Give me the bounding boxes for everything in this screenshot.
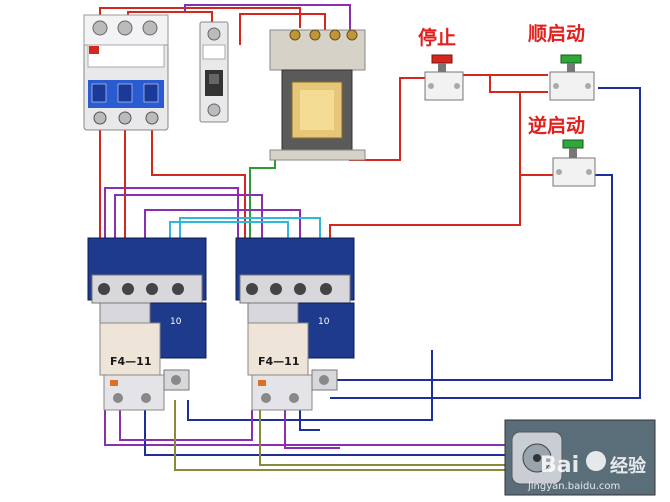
contactor-forward-model: F4—11 bbox=[110, 355, 151, 368]
wire-rev-return bbox=[322, 174, 613, 381]
wire-green-1 bbox=[249, 155, 276, 240]
motor bbox=[504, 419, 656, 496]
wire-fwd-return bbox=[330, 87, 641, 399]
wire-coil-link bbox=[187, 350, 433, 421]
wire-cyan-1 bbox=[179, 217, 321, 250]
reverse-start-button[interactable] bbox=[552, 139, 596, 187]
baidu-watermark: Bai 经验 jingyan.baidu.com bbox=[527, 451, 647, 492]
stop-label: 停止 bbox=[418, 26, 456, 49]
forward-start-button[interactable] bbox=[549, 54, 595, 101]
contactor-reverse-number: 10 bbox=[318, 317, 330, 327]
wires bbox=[99, 4, 641, 471]
wire-motor-olive-2 bbox=[174, 400, 510, 471]
stop-button-cap bbox=[431, 54, 453, 64]
paw-icon bbox=[586, 451, 606, 471]
wire-purple-3 bbox=[144, 209, 301, 250]
wire-feed-1 bbox=[99, 7, 301, 28]
wire-feed-4 bbox=[184, 4, 351, 30]
contactor-reverse: 10 F4—11 bbox=[235, 237, 355, 411]
small-breaker bbox=[199, 21, 229, 123]
wire-feed-3 bbox=[239, 13, 326, 45]
wire-stop-fwd-2 bbox=[489, 75, 548, 93]
wire-l3-red bbox=[151, 125, 246, 240]
watermark-url: jingyan.baidu.com bbox=[527, 481, 620, 492]
stop-button[interactable] bbox=[424, 54, 464, 101]
reverse-start-button-cap bbox=[562, 139, 584, 149]
wire-cyan-2 bbox=[169, 221, 289, 250]
wire-motor-blue-2 bbox=[299, 410, 320, 431]
forward-start-button-cap bbox=[560, 54, 582, 64]
forward-start-label: 顺启动 bbox=[528, 22, 585, 45]
contactor-reverse-model: F4—11 bbox=[258, 355, 299, 368]
wire-motor-w bbox=[119, 410, 253, 441]
wire-motor-v bbox=[144, 410, 510, 456]
wire-motor-u bbox=[104, 395, 510, 446]
contactor-forward: 10 F4—11 bbox=[87, 237, 207, 411]
wire-motor-purple-2 bbox=[284, 410, 340, 449]
wire-purple-1 bbox=[104, 187, 239, 255]
watermark-brand-cn: 经验 bbox=[610, 455, 647, 477]
reverse-start-label: 逆启动 bbox=[528, 114, 585, 137]
contactor-forward-number: 10 bbox=[170, 317, 182, 327]
watermark-brand: Bai bbox=[540, 453, 579, 478]
wire-rev-coil bbox=[329, 175, 521, 250]
control-transformer bbox=[269, 29, 366, 161]
wire-motor-olive-1 bbox=[259, 410, 510, 466]
main-breaker bbox=[83, 14, 169, 131]
